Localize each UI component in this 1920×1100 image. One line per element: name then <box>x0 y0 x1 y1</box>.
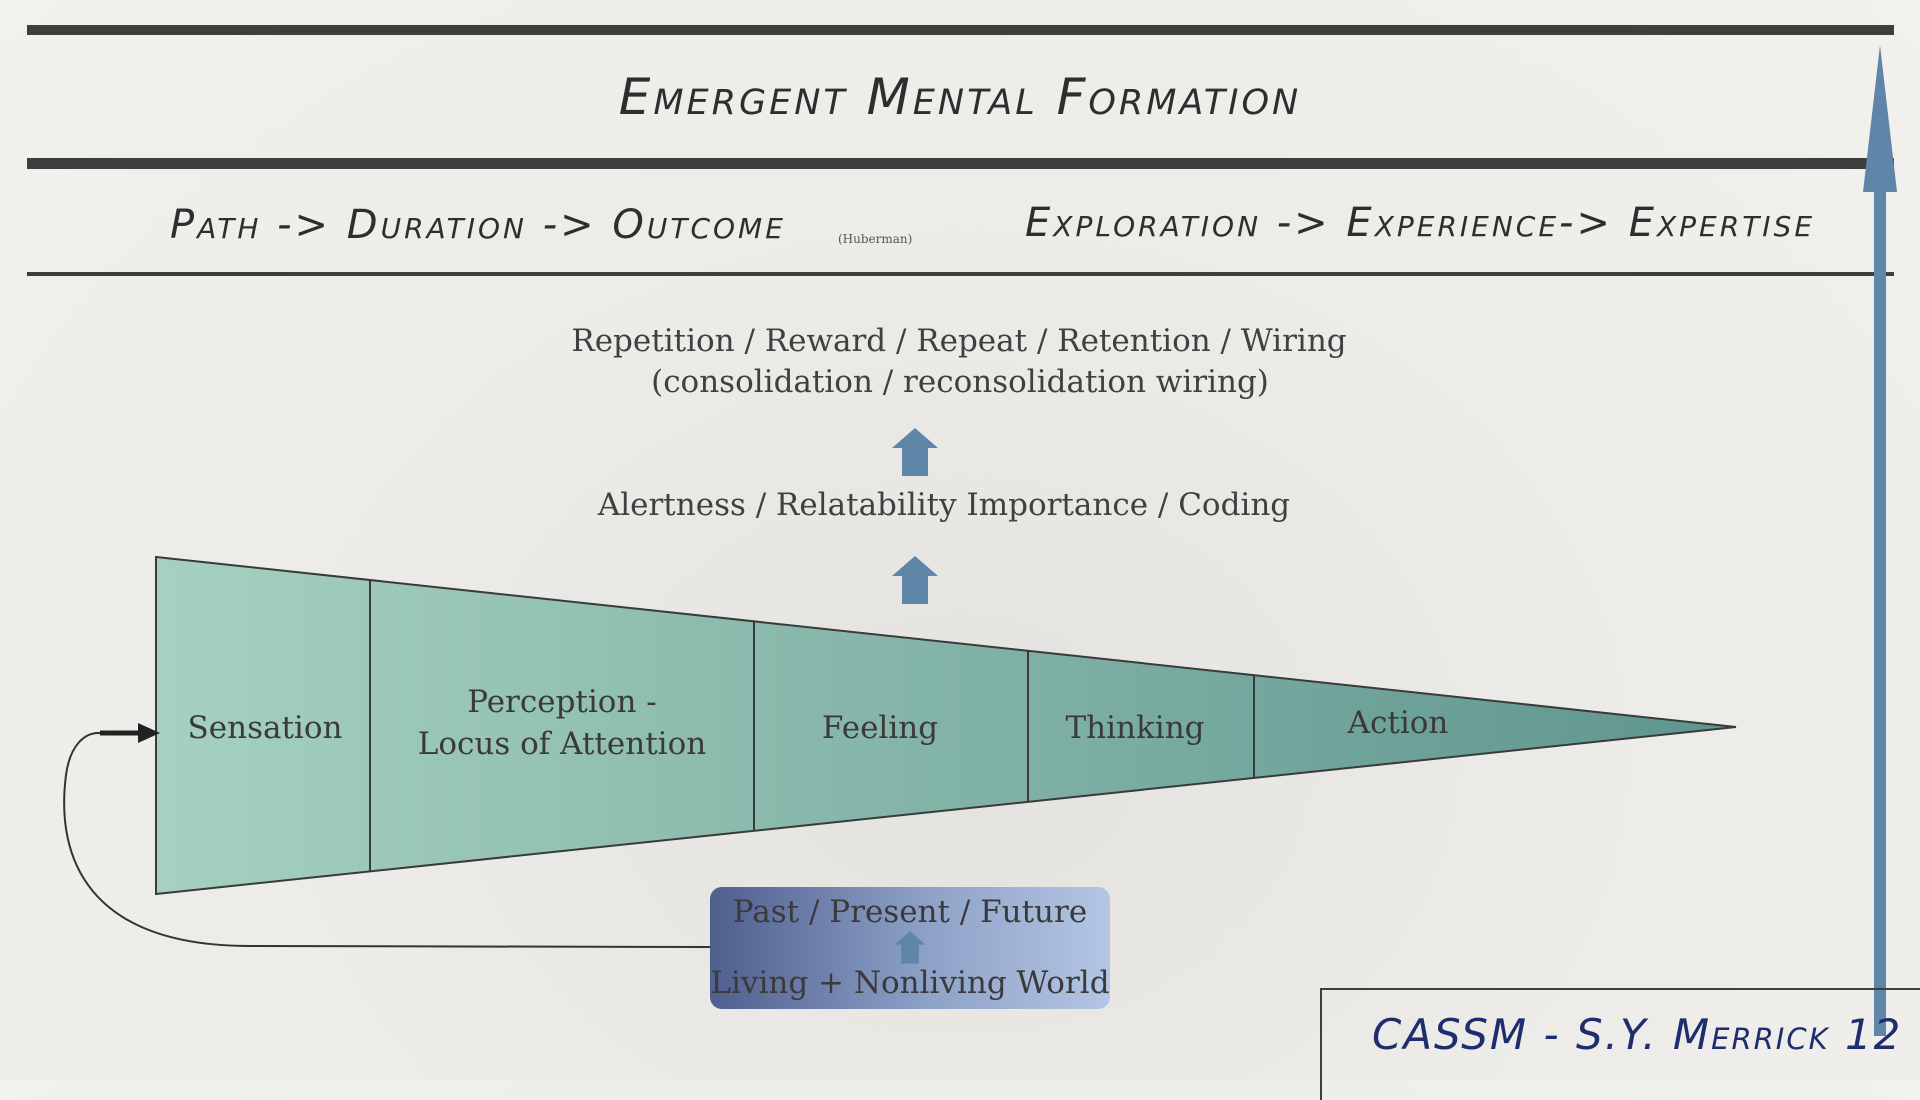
wiring-text-line2: (consolidation / reconsolidation wiring) <box>651 364 1269 400</box>
signature-text: CASSM - S.Y. Merrick 12 <box>1372 1010 1903 1059</box>
segment-action: Action <box>1347 705 1449 741</box>
funnel-shape <box>155 555 1737 896</box>
context-box: Past / Present / Future Living + Nonlivi… <box>710 887 1110 1009</box>
segment-perception: Perception - Locus of Attention <box>417 684 707 762</box>
vertical-growth-arrow <box>1863 45 1897 1036</box>
signature-box <box>1320 988 1920 1100</box>
exploration-experience-expertise: Exploration -> Experience-> Expertise <box>1025 200 1816 246</box>
alertness-text: Alertness / Relatability Importance / Co… <box>597 487 1291 523</box>
segment-sensation: Sensation <box>187 710 343 746</box>
segment-thinking: Thinking <box>1065 710 1205 746</box>
world-context-text: Living + Nonliving World <box>710 965 1110 1001</box>
source-note: (Huberman) <box>838 232 913 246</box>
up-arrow-icon <box>892 428 938 476</box>
feedback-arrow-head <box>138 723 160 743</box>
segment-feeling: Feeling <box>821 710 939 746</box>
feedback-loop-line <box>63 731 711 948</box>
diagram-title: Emergent Mental Formation <box>618 68 1302 126</box>
subtitle-bottom-rule <box>27 272 1894 276</box>
up-arrow-icon <box>892 556 938 604</box>
path-duration-outcome: Path -> Duration -> Outcome <box>170 202 786 248</box>
wiring-text-line1: Repetition / Reward / Repeat / Retention… <box>571 323 1347 359</box>
time-context-text: Past / Present / Future <box>732 894 1088 930</box>
up-arrow-icon <box>894 931 926 964</box>
title-bottom-rule <box>27 158 1894 169</box>
top-rule <box>27 25 1894 35</box>
